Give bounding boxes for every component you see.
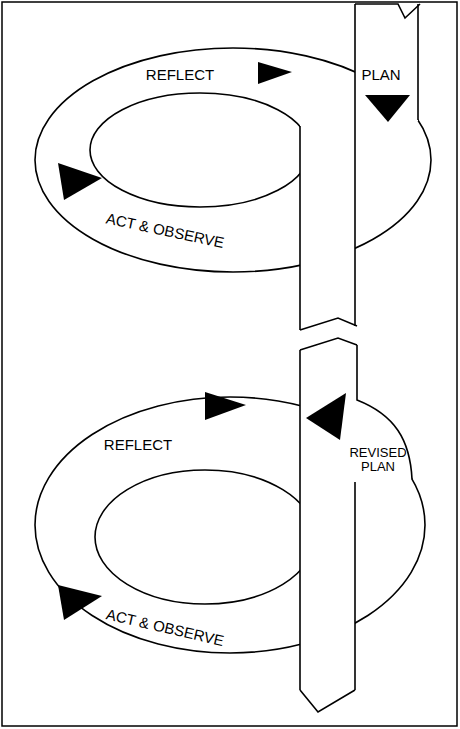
stage-label: REFLECT (146, 67, 214, 84)
arrowhead (58, 163, 102, 200)
strip-edge (354, 482, 356, 690)
break-mark (300, 318, 357, 330)
arrowhead (365, 95, 410, 122)
torn-edge (355, 4, 420, 18)
strip-edge (299, 350, 301, 690)
strip-edge (299, 126, 301, 330)
arrowhead (306, 393, 346, 440)
arrowhead (58, 585, 102, 620)
arrowhead (205, 392, 246, 420)
revised-plan-strip-fill (300, 338, 412, 479)
strip-edge (417, 4, 419, 120)
spiral-band-inner (90, 93, 310, 207)
break-mark (300, 338, 357, 350)
strip-taper (300, 690, 355, 712)
strip-edge (354, 4, 356, 326)
stage-label: ACT & OBSERVE (105, 606, 226, 649)
stage-label: REVISED PLAN (347, 446, 409, 475)
stage-label: PLAN (361, 67, 400, 84)
stage-label: ACT & OBSERVE (104, 210, 225, 251)
descending-strip-fill (300, 85, 355, 330)
plan-strip-fill (355, 4, 418, 121)
spiral-band-outer (35, 48, 431, 272)
spiral-band-inner (95, 470, 315, 604)
arrowhead (258, 62, 292, 84)
descending-strip-fill (300, 470, 355, 712)
stage-label: REFLECT (104, 437, 172, 454)
